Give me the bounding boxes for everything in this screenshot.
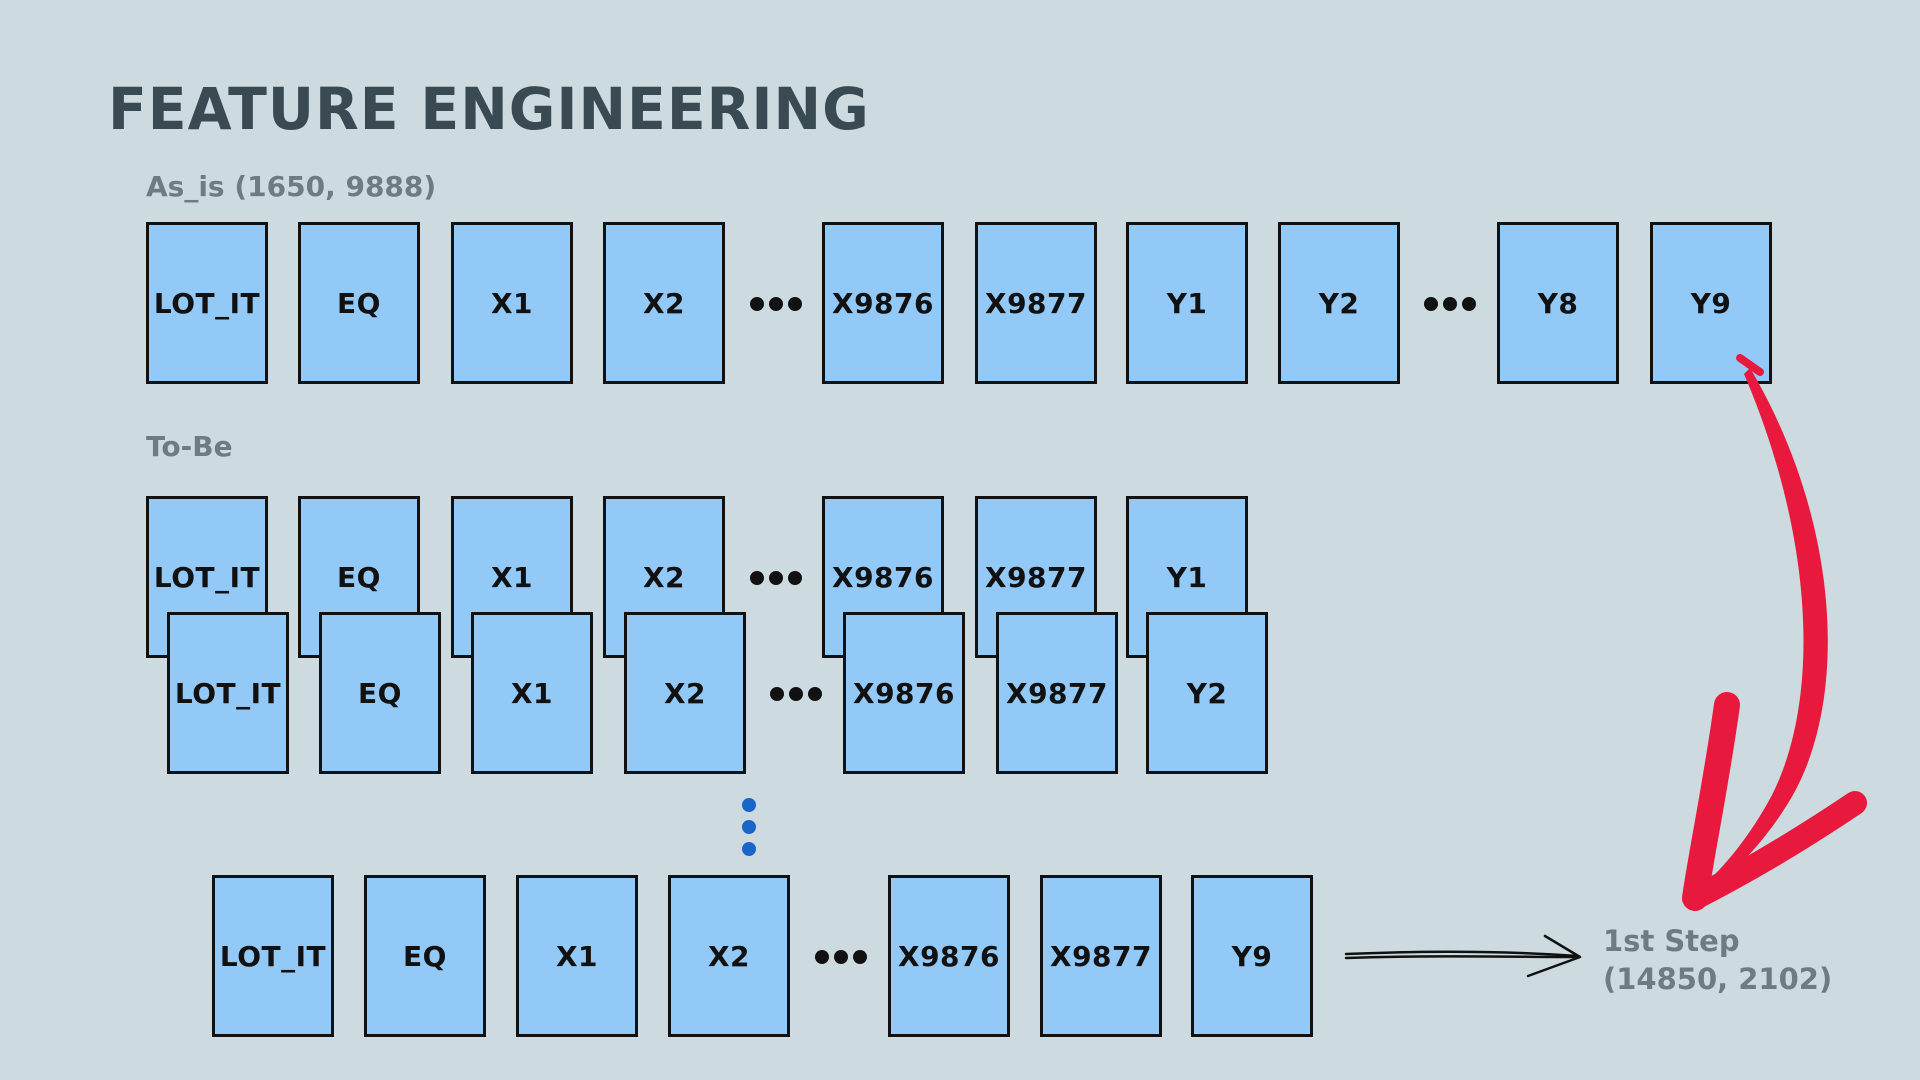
vertical-ellipsis-dots [742, 798, 756, 856]
feature-box-x9876: X9876 [888, 875, 1010, 1037]
feature-box-lot-it: LOT_IT [212, 875, 334, 1037]
feature-box-y8: Y8 [1497, 222, 1619, 384]
feature-box-eq: EQ [364, 875, 486, 1037]
ellipsis-dots [1424, 297, 1476, 311]
feature-box-x2: X2 [668, 875, 790, 1037]
ellipsis-dots [815, 950, 867, 964]
as-is-label: As_is (1650, 9888) [146, 170, 437, 203]
feature-box-y1: Y1 [1126, 222, 1248, 384]
feature-box-y9: Y9 [1191, 875, 1313, 1037]
feature-box-y9: Y9 [1650, 222, 1772, 384]
feature-box-lot-it: LOT_IT [167, 612, 289, 774]
feature-box-x2: X2 [603, 222, 725, 384]
feature-box-x1: X1 [516, 875, 638, 1037]
to-be-label: To-Be [146, 430, 233, 463]
page-title: FEATURE ENGINEERING [108, 75, 870, 143]
result-step: 1st Step [1603, 924, 1740, 958]
feature-box-x1: X1 [451, 222, 573, 384]
feature-box-x9876: X9876 [822, 222, 944, 384]
feature-box-x9877: X9877 [975, 222, 1097, 384]
feature-box-lot-it: LOT_IT [146, 222, 268, 384]
feature-box-eq: EQ [298, 222, 420, 384]
result-shape: (14850, 2102) [1603, 962, 1833, 996]
feature-box-eq: EQ [319, 612, 441, 774]
curved-arrow-icon [1682, 354, 1867, 911]
ellipsis-dots [750, 297, 802, 311]
right-arrow-icon [1344, 934, 1582, 978]
ellipsis-dots [770, 687, 822, 701]
feature-box-x9877: X9877 [996, 612, 1118, 774]
feature-box-y2: Y2 [1146, 612, 1268, 774]
feature-box-y2: Y2 [1278, 222, 1400, 384]
feature-box-x1: X1 [471, 612, 593, 774]
feature-box-x9876: X9876 [843, 612, 965, 774]
feature-box-x9877: X9877 [1040, 875, 1162, 1037]
ellipsis-dots [750, 571, 802, 585]
result-label: 1st Step (14850, 2102) [1603, 922, 1832, 998]
feature-box-x2: X2 [624, 612, 746, 774]
